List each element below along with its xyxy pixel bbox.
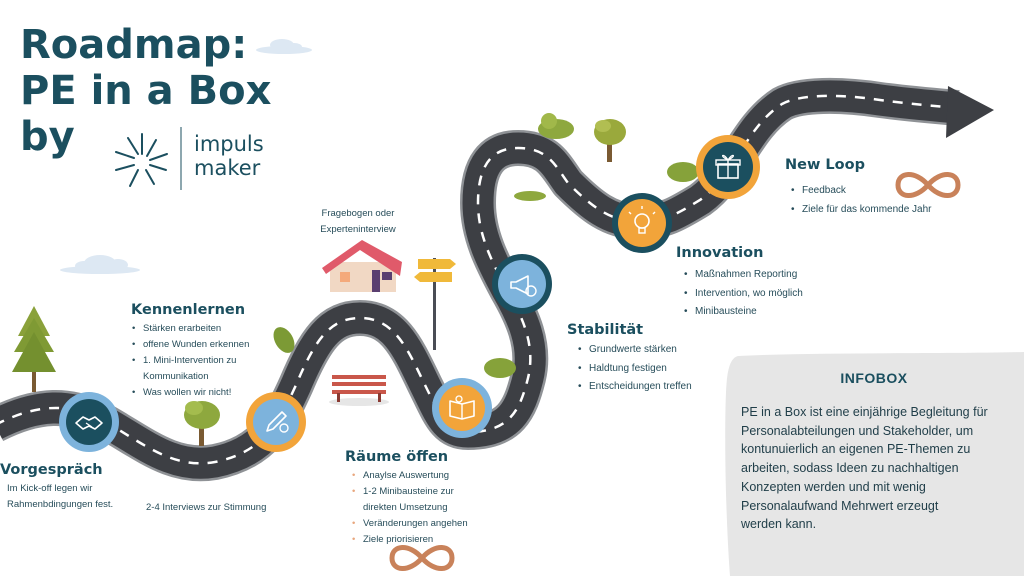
bush-icon (484, 358, 516, 378)
list-item: Was wollen wir nicht! (132, 385, 249, 401)
stage-title-stabilitaet: Stabilität (567, 322, 644, 338)
stage-note-kennenlernen: 2-4 Interviews zur Stimmung (146, 502, 267, 513)
list-item: Ziele priorisieren (352, 532, 468, 548)
list-item: Stärken erarbeiten (132, 321, 249, 337)
title-line-1: Roadmap: (20, 22, 248, 68)
infinity-icon (389, 545, 455, 571)
stage-title-newloop: New Loop (785, 157, 865, 173)
list-item: Anaylse Auswertung (352, 468, 468, 484)
stage-list-stabilitaet: Grundwerte stärken Haldtung festigen Ent… (578, 341, 692, 397)
megaphone-icon (498, 260, 546, 308)
list-item: Grundwerte stärken (578, 341, 692, 360)
title-line-3: by (20, 114, 75, 160)
house-icon (322, 240, 402, 292)
logo-line-1: impuls (194, 132, 264, 156)
list-item: Minibausteine (684, 303, 803, 322)
tree-icon (184, 401, 220, 446)
list-item: Intervention, wo möglich (684, 285, 803, 304)
lightbulb-icon (618, 199, 666, 247)
signpost-icon (414, 258, 456, 350)
list-item: 1-2 Minibausteine zur (352, 484, 468, 500)
stage-title-kennenlernen: Kennenlernen (131, 302, 246, 318)
infobox-line: PE in a Box ist eine einjährige Begleitu… (741, 405, 988, 419)
list-item: offene Wunden erkennen (132, 337, 249, 353)
list-item: Entscheidungen treffen (578, 378, 692, 397)
logo-wordmark: impuls maker (194, 132, 264, 180)
infobox-line: Personalaufwand Mehrwert erzeugt (741, 498, 939, 513)
stage-text-vorgesprach: Im Kick-off legen wir Rahmenbdingungen f… (7, 481, 113, 513)
stage-text-line: Rahmenbdingungen fest. (7, 499, 114, 510)
milestone-newloop (696, 135, 760, 199)
stage-list-newloop: Feedback Ziele für das kommende Jahr (791, 182, 932, 219)
infobox-line: arbeiten, sodass Ideen zu nachhaltigen (741, 461, 959, 476)
stage-note-line: Experteninterview (320, 224, 396, 235)
tree-icon (594, 119, 626, 162)
milestone-innovation (612, 193, 672, 253)
cloud-icon (60, 255, 140, 274)
infobox-line: Personalabteilungen und Stakeholder, um (741, 423, 974, 438)
list-item: Haldtung festigen (578, 360, 692, 379)
milestone-kennenlernen (246, 392, 306, 452)
road-arrowhead (946, 86, 994, 138)
impulsmaker-logo-icon (115, 133, 168, 187)
list-item: Veränderungen angehen (352, 516, 468, 532)
infobox-title: INFOBOX (840, 370, 908, 386)
infobox-text: PE in a Box ist eine einjährige Begleitu… (741, 403, 1016, 534)
list-item: Feedback (791, 182, 932, 201)
stage-note-raeume: Fragebogen oder Experteninterview (316, 206, 400, 238)
cloud-icon (256, 39, 312, 54)
pencil-icon (253, 399, 299, 445)
leaf-icon (273, 327, 295, 353)
infobox-background (725, 352, 1024, 576)
infobox-line: kontunuierlich an eigenen PE-Themen zu (741, 442, 971, 457)
title-line-2: PE in a Box (20, 68, 272, 114)
list-item: Ziele für das kommende Jahr (791, 201, 932, 220)
stage-list-raeume: Anaylse Auswertung 1-2 Minibausteine zur… (352, 468, 468, 548)
list-item: Maßnahmen Reporting (684, 266, 803, 285)
milestone-stabilitaet (492, 254, 552, 314)
stage-title-vorgesprach: Vorgespräch (0, 462, 103, 478)
gift-box-icon (703, 142, 753, 192)
infobox-line: Konzepten werden und mit wenig (741, 479, 926, 494)
milestone-raeume (432, 378, 492, 438)
infobox-line: werden kann. (741, 517, 817, 532)
list-item-continuation: Kommunikation (143, 371, 209, 382)
pine-tree-icon (12, 306, 56, 392)
book-icon (439, 385, 485, 431)
bush-icon (538, 113, 574, 139)
stage-list-innovation: Maßnahmen Reporting Intervention, wo mög… (684, 266, 803, 322)
list-item-continuation: direkten Umsetzung (363, 502, 448, 513)
stage-title-innovation: Innovation (676, 245, 764, 261)
logo-line-2: maker (194, 156, 261, 180)
bench-icon (329, 375, 389, 406)
page-title: Roadmap: PE in a Box by (20, 22, 271, 160)
milestone-vorgesprach (59, 392, 119, 452)
handshake-icon (66, 399, 112, 445)
bush-icon (667, 162, 699, 182)
list-item: 1. Mini-Intervention zu (132, 353, 249, 369)
bush-icon (514, 191, 546, 201)
stage-title-raeume: Räume öffen (345, 449, 449, 465)
stage-list-kennenlernen: Stärken erarbeiten offene Wunden erkenne… (132, 321, 249, 401)
stage-text-line: Im Kick-off legen wir (7, 483, 93, 494)
stage-note-line: Fragebogen oder (321, 208, 395, 219)
